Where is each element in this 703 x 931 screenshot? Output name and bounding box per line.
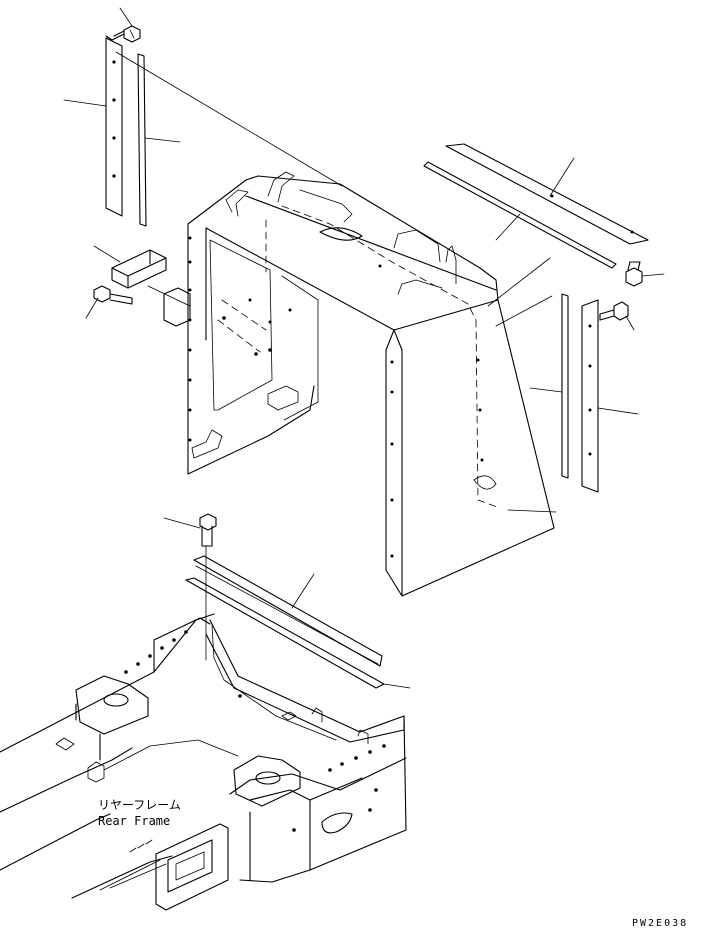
bolt-right-lower	[599, 301, 635, 331]
bracket-mount	[93, 245, 191, 307]
drawing-code: PW2E038	[632, 918, 689, 929]
main-cover	[187, 171, 557, 597]
rear-frame-label-jp: リヤーフレーム	[98, 798, 181, 812]
lower-seal-strip-upper	[193, 555, 383, 667]
bolt-top-left	[105, 7, 141, 43]
rear-frame	[0, 613, 407, 911]
seal-strip-left	[137, 53, 181, 227]
seal-strip-right	[529, 293, 569, 479]
upper-right-seal-strip	[423, 161, 617, 269]
lower-seal-strip-lower	[185, 577, 411, 689]
alignment-line-right-2	[495, 295, 553, 327]
bolt-right-upper	[625, 261, 665, 287]
upper-right-plate	[445, 143, 649, 245]
vertical-plate-left	[63, 37, 123, 217]
alignment-line-top	[115, 51, 343, 187]
rear-frame-label-en: Rear Frame	[98, 814, 171, 828]
vertical-plate-right	[581, 299, 639, 493]
alignment-line-right	[487, 257, 551, 307]
bolt-center	[163, 513, 217, 661]
bolt-bracket	[85, 285, 133, 319]
cover-pad-plate	[163, 287, 191, 327]
